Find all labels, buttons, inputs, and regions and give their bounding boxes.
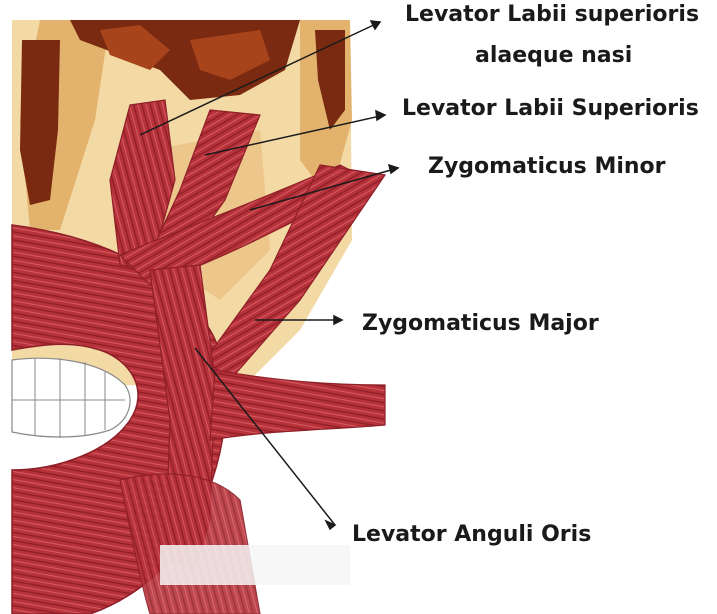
buccinator-muscle — [210, 370, 385, 440]
label-zygomaticus-minor: Zygomaticus Minor — [428, 154, 666, 179]
label-levator-anguli-oris: Levator Anguli Oris — [352, 522, 591, 547]
label-levator-labii-sup-alaeque-line2: alaeque nasi — [475, 43, 632, 68]
label-levator-labii-superioris: Levator Labii Superioris — [402, 96, 699, 121]
label-levator-labii-sup-alaeque-line1: Levator Labii superioris — [405, 2, 699, 27]
label-zygomaticus-major: Zygomaticus Major — [362, 311, 599, 336]
lower-lip-muscle — [120, 474, 260, 614]
scan-artifact — [160, 545, 350, 585]
